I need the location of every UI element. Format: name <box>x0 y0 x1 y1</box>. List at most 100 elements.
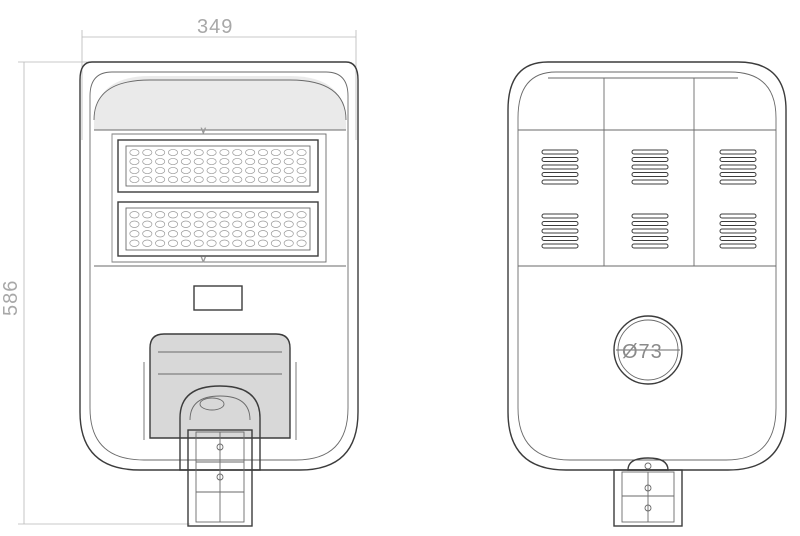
led-lens <box>180 239 191 247</box>
led-lens <box>142 220 153 228</box>
led-lens <box>283 211 294 219</box>
led-lens <box>193 149 204 156</box>
led-lens <box>258 211 268 219</box>
led-lens <box>142 239 153 247</box>
vent-slot <box>719 228 757 234</box>
vent-slot <box>541 213 579 219</box>
led-lens <box>129 211 140 219</box>
vent-slot <box>541 179 579 185</box>
led-lens <box>219 158 230 165</box>
vent-slot <box>631 179 669 185</box>
led-lens <box>180 230 191 238</box>
pole-adapter-back <box>613 457 683 527</box>
led-lens <box>296 230 307 238</box>
led-lens <box>258 239 268 247</box>
led-lens <box>155 149 166 156</box>
led-lens <box>193 167 204 174</box>
led-lens <box>232 176 243 183</box>
led-module-top <box>117 139 319 193</box>
led-lens <box>283 239 294 247</box>
vent-slot <box>719 149 757 155</box>
led-lens <box>219 220 230 228</box>
led-lens <box>283 158 294 165</box>
led-lens <box>129 158 140 165</box>
svg-text:V: V <box>201 128 206 135</box>
vent-slot <box>631 172 669 177</box>
led-lens <box>296 239 307 247</box>
led-lens <box>168 176 178 183</box>
led-lens <box>245 158 256 165</box>
led-lens <box>296 149 307 156</box>
led-lens <box>232 220 243 228</box>
led-lens <box>283 220 294 228</box>
pole-adapter-front <box>187 429 253 527</box>
led-lens <box>232 230 243 238</box>
led-lens <box>206 149 217 156</box>
width-dimension-label: 349 <box>197 16 233 38</box>
led-lens <box>232 211 243 219</box>
led-lens <box>142 167 153 174</box>
vent-slot <box>719 213 757 219</box>
heat-sink-vents <box>541 149 757 249</box>
vent-slot <box>719 243 757 249</box>
led-lens <box>232 149 243 156</box>
led-lens <box>168 149 178 156</box>
led-lens <box>232 167 243 174</box>
led-lens <box>245 230 256 238</box>
vent-slot <box>719 179 757 185</box>
led-lens <box>219 239 230 247</box>
led-lens <box>270 220 281 228</box>
vent-slot <box>631 228 669 234</box>
led-lens <box>142 176 153 183</box>
vent-slot <box>719 164 757 170</box>
led-lens <box>155 158 166 165</box>
vent-slot <box>541 236 579 241</box>
width-dimension: 349 <box>81 16 357 140</box>
led-lens <box>155 239 166 247</box>
led-lens <box>142 211 153 219</box>
led-lens <box>180 176 191 183</box>
front-view: V V <box>79 61 359 527</box>
back-view: Ø73 <box>507 61 787 527</box>
led-lens <box>168 211 178 219</box>
led-lens <box>245 211 256 219</box>
vent-slot <box>541 157 579 162</box>
led-lens <box>129 230 140 238</box>
led-lens <box>296 176 307 183</box>
led-lens <box>142 149 153 156</box>
led-lens <box>142 158 153 165</box>
vent-slot <box>631 157 669 162</box>
led-lens <box>206 176 217 183</box>
led-lens <box>129 176 140 183</box>
led-lens <box>296 220 307 228</box>
vent-slot <box>541 164 579 170</box>
led-lens <box>168 239 178 247</box>
vent-slot <box>541 228 579 234</box>
led-lens <box>245 167 256 174</box>
led-lens <box>193 230 204 238</box>
led-lens <box>206 158 217 165</box>
led-lens <box>180 158 191 165</box>
led-lens <box>206 220 217 228</box>
led-lens <box>219 211 230 219</box>
led-lens <box>129 239 140 247</box>
led-lens <box>270 167 281 174</box>
led-lens <box>129 167 140 174</box>
vent-slot <box>631 236 669 241</box>
diameter-label: Ø73 <box>622 341 663 363</box>
led-lens <box>155 211 166 219</box>
vent-slot <box>541 243 579 249</box>
led-lens <box>258 167 268 174</box>
sensor-socket: Ø73 <box>613 315 683 385</box>
led-lens <box>206 230 217 238</box>
led-lens <box>258 149 268 156</box>
vent-slot <box>719 172 757 177</box>
led-lens <box>245 176 256 183</box>
led-lens <box>258 230 268 238</box>
led-lens <box>168 167 178 174</box>
led-lens <box>142 230 153 238</box>
led-lens <box>155 220 166 228</box>
led-lens <box>270 239 281 247</box>
led-lens <box>296 158 307 165</box>
led-lens <box>180 149 191 156</box>
